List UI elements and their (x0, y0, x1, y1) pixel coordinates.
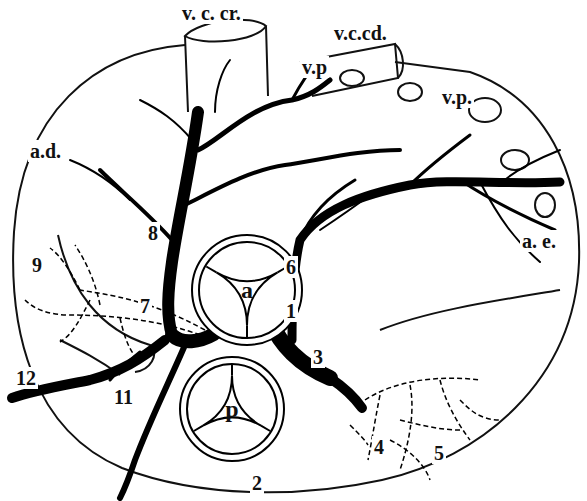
vessel-label: a. e. (520, 230, 558, 252)
callout-number: 12 (14, 367, 38, 389)
callout-number: 7 (138, 295, 152, 317)
callout-number: 2 (250, 472, 264, 494)
callout-number: 11 (112, 386, 135, 408)
vessel-label: a.d. (28, 140, 63, 162)
callout-number: 3 (311, 346, 325, 368)
vessel-label: v.c.cd. (332, 22, 389, 44)
callout-number: 9 (30, 254, 44, 276)
valve-ring: p (178, 355, 286, 463)
callout-number: 8 (146, 222, 160, 244)
callout-number: 1 (284, 300, 298, 322)
vessel-label: v. c. cr. (180, 2, 243, 24)
callout-number: 4 (372, 436, 386, 458)
valve-letter: p (225, 396, 238, 423)
valve-ring: a (190, 233, 304, 347)
callout-number: 6 (284, 256, 298, 278)
vessel-label: v.p (300, 56, 329, 78)
vessel-label: v.p. (440, 86, 474, 108)
callout-number: 5 (432, 442, 446, 464)
valve-letter: a (241, 277, 253, 304)
